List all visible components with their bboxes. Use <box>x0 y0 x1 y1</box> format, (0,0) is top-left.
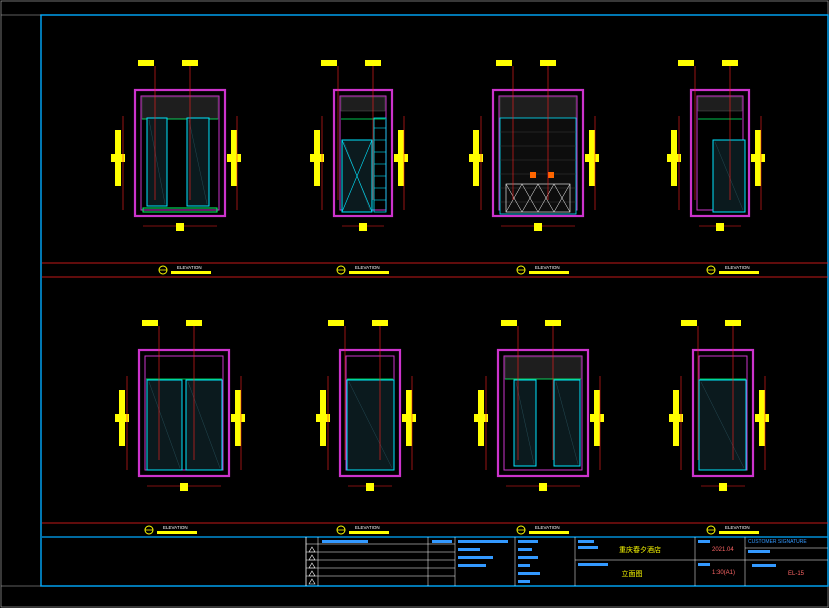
elevation-1 <box>111 60 241 231</box>
elevation-label-4: ELEVATION <box>706 265 759 275</box>
elevation-4 <box>667 60 765 231</box>
scale-value: 1:30(A1) <box>712 570 735 576</box>
elevation-label-2: ELEVATION <box>336 265 389 275</box>
date-value: 2021.04 <box>712 547 734 553</box>
elevation-label-text: ELEVATION <box>725 525 750 530</box>
elevation-label-6: ELEVATION <box>336 525 389 535</box>
elevation-label-1: ELEVATION <box>158 265 211 275</box>
elevation-7 <box>474 320 604 491</box>
elevation-label-text: ELEVATION <box>355 525 380 530</box>
elevation-label-text: ELEVATION <box>535 265 560 270</box>
elevation-8 <box>669 320 769 491</box>
elevation-label-text: ELEVATION <box>177 265 202 270</box>
elevation-label-text: ELEVATION <box>163 525 188 530</box>
customer-signature-label: CUSTOMER SIGNATURE <box>748 539 807 545</box>
elevation-label-text: ELEVATION <box>355 265 380 270</box>
elevation-labels: ELEVATION ELEVATION ELEVATION ELEVATION ELEV… <box>144 265 759 535</box>
sheet-number: EL-15 <box>788 571 805 577</box>
elevation-label-text: ELEVATION <box>725 265 750 270</box>
title-block: 重庆春夕酒店 立面图 2021.04 1:30(A1) CUSTOMER SIG… <box>42 536 828 586</box>
elevation-3 <box>469 60 599 231</box>
elevation-drawings <box>111 60 769 491</box>
elevation-label-7: ELEVATION <box>516 525 569 535</box>
elevation-label-8: ELEVATION <box>706 525 759 535</box>
drawing-frame <box>40 14 829 587</box>
elevation-label-text: ELEVATION <box>535 525 560 530</box>
elevation-2 <box>310 60 408 231</box>
elevation-label-5: ELEVATION <box>144 525 197 535</box>
elevation-5 <box>115 320 245 491</box>
elevation-label-3: ELEVATION <box>516 265 569 275</box>
project-name: 重庆春夕酒店 <box>619 545 661 554</box>
elevation-6 <box>316 320 416 491</box>
row-separators <box>42 262 828 524</box>
drawing-title: 立面图 <box>622 569 643 578</box>
